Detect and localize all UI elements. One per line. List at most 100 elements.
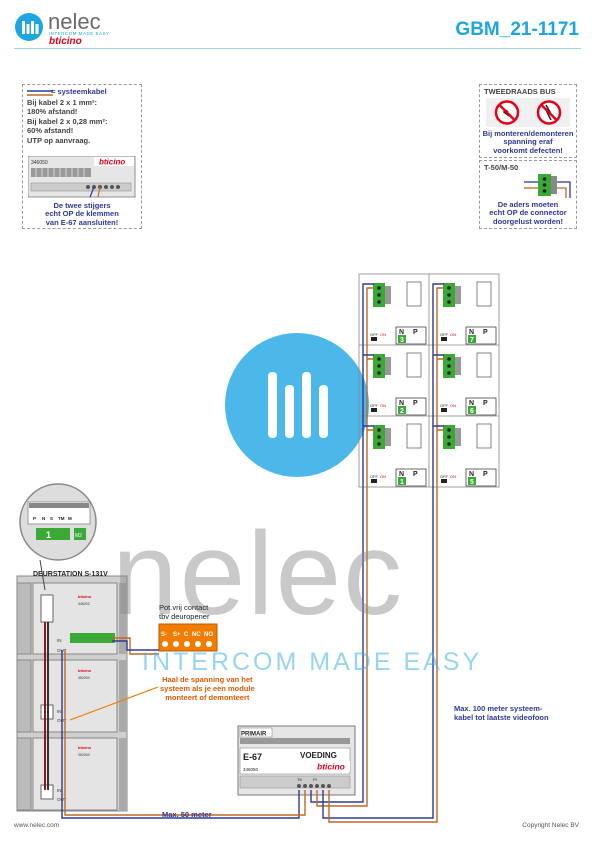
power-name: E-67 xyxy=(243,752,262,762)
svg-text:352000: 352000 xyxy=(78,676,90,680)
connector-illustration xyxy=(524,174,571,198)
partner-logo: bticino xyxy=(49,36,82,47)
videophone-id: 5 xyxy=(470,479,474,486)
terminal-p-label: P xyxy=(483,329,488,336)
svg-text:IN: IN xyxy=(57,709,62,714)
brand-name: nelec xyxy=(48,9,101,34)
svg-text:M2: M2 xyxy=(75,533,82,539)
videophone-id: 2 xyxy=(400,408,404,415)
cable-distance-notes: Bij kabel 2 x 1 mm²:180% afstand!Bij kab… xyxy=(27,98,108,145)
videophone-switch xyxy=(441,479,447,483)
terminal-n-label: N xyxy=(469,329,474,336)
videophone-id: 1 xyxy=(400,479,404,486)
videophone-switch xyxy=(371,408,377,412)
videophone-switch xyxy=(441,337,447,341)
svg-text:bticino: bticino xyxy=(317,762,345,772)
svg-text:S: S xyxy=(50,516,53,521)
svg-text:TM: TM xyxy=(58,516,65,521)
terminal-n-label: N xyxy=(399,471,404,478)
power-module-illustration: bticino 346050 xyxy=(28,156,136,198)
svg-text:IN: IN xyxy=(57,788,62,793)
videophone-screen xyxy=(476,423,492,449)
svg-text:PI: PI xyxy=(313,777,317,782)
svg-text:bticino: bticino xyxy=(78,594,92,599)
svg-text:346202: 346202 xyxy=(78,602,90,606)
svg-text:NC: NC xyxy=(192,632,201,638)
svg-text:N: N xyxy=(42,516,45,521)
door-station: bticino 346202 bticino 352000 bticino 35… xyxy=(16,575,128,812)
svg-text:M: M xyxy=(68,516,72,521)
door-station-title: DEURSTATION S-131V xyxy=(33,571,108,578)
nelec-logo-icon xyxy=(15,13,43,41)
videophone-on-label: ON xyxy=(380,332,386,337)
nelec-logo xyxy=(14,12,44,47)
videophone-on-label: ON xyxy=(450,332,456,337)
terminal-p-label: P xyxy=(413,471,418,478)
power-unit: PRIMAIR E-67 VOEDING bticino 346050 TK P… xyxy=(237,725,356,796)
svg-text:S+: S+ xyxy=(173,632,181,638)
power-title: VOEDING xyxy=(300,751,337,760)
svg-text:1: 1 xyxy=(46,530,51,540)
power-primary-label: PRIMAIR xyxy=(241,732,267,738)
svg-text:TK: TK xyxy=(297,777,302,782)
svg-text:IN: IN xyxy=(57,638,62,643)
svg-text:S-: S- xyxy=(161,632,167,638)
watermark-brand: nelec xyxy=(112,508,405,640)
zoom-detail: P N S TM M 1 M2 xyxy=(19,483,97,591)
svg-text:352000: 352000 xyxy=(78,753,90,757)
videophone-off-label: OFF xyxy=(370,332,379,337)
cable-legend-icon xyxy=(27,90,53,96)
no-plug-icon xyxy=(486,98,570,127)
bus-wires xyxy=(61,283,444,823)
videophone-on-label: ON xyxy=(380,403,386,408)
videophone-screen xyxy=(406,281,422,307)
watermark-logo-glyph xyxy=(268,372,328,438)
videophone-off-label: OFF xyxy=(440,332,449,337)
cable-legend-label: = systeemkabel xyxy=(51,87,107,96)
distance-long-note: Max. 100 meter systeem-kabel tot laatste… xyxy=(454,704,549,722)
videophone-id: 3 xyxy=(400,337,404,344)
footer-website[interactable]: www.nelec.com xyxy=(14,822,60,829)
terminal-p-label: P xyxy=(413,400,418,407)
door-station-module-3: bticino 352000 xyxy=(16,737,127,811)
videophone-screen xyxy=(406,352,422,378)
footer-copyright: Copyright Nelec BV xyxy=(522,822,579,829)
power-code: 346050 xyxy=(243,767,259,772)
videophone-screen xyxy=(476,352,492,378)
videophone-switch xyxy=(371,479,377,483)
watermark-tagline: INTERCOM MADE EASY xyxy=(142,648,483,676)
brand-tagline: INTERCOM MADE EASY xyxy=(49,31,110,36)
svg-text:C: C xyxy=(184,632,189,638)
distance-short-note: Max. 50 meter xyxy=(162,810,212,819)
door-station-module-1: bticino 346202 xyxy=(16,582,127,655)
videophone-on-label: ON xyxy=(450,403,456,408)
terminal-p-label: P xyxy=(483,400,488,407)
terminal-n-label: N xyxy=(469,471,474,478)
door-opener-contact: S- S+ C NC NO xyxy=(158,623,218,652)
terminal-p-label: P xyxy=(483,471,488,478)
connector-note-title: T-50/M-50 xyxy=(484,163,519,172)
bus-warning-title: TWEEDRAADS BUS xyxy=(484,87,556,96)
header-divider xyxy=(14,48,581,49)
svg-text:bticino: bticino xyxy=(78,745,92,750)
videophone-off-label: OFF xyxy=(440,474,449,479)
door-station-module-2: bticino 352000 xyxy=(16,659,127,733)
terminal-n-label: N xyxy=(399,329,404,336)
videophone-on-label: ON xyxy=(380,474,386,479)
videophone-screen xyxy=(406,423,422,449)
terminal-n-label: N xyxy=(399,400,404,407)
